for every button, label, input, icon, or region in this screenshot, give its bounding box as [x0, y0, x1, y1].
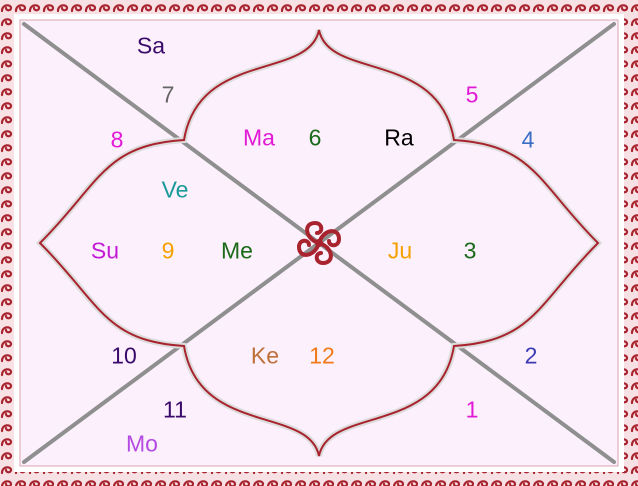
- planet-label-ma: Ma: [243, 127, 275, 150]
- planet-label-su: Su: [91, 240, 119, 263]
- planet-label-ra: Ra: [384, 127, 413, 150]
- house-number-11: 11: [163, 399, 187, 422]
- house-number-5: 5: [466, 84, 479, 107]
- house-number-4: 4: [522, 129, 535, 152]
- house-number-3: 3: [464, 240, 477, 263]
- center-ornament-dot: [315, 239, 323, 247]
- house-number-12: 12: [309, 345, 335, 368]
- house-number-7: 7: [162, 84, 175, 107]
- planet-label-sa: Sa: [137, 35, 165, 58]
- planet-label-mo: Mo: [126, 433, 158, 456]
- house-number-6: 6: [309, 127, 322, 150]
- planet-label-ju: Ju: [388, 240, 412, 263]
- house-number-2: 2: [525, 345, 538, 368]
- planet-label-ve: Ve: [162, 179, 189, 202]
- house-number-1: 1: [466, 399, 479, 422]
- house-number-8: 8: [111, 129, 124, 152]
- planet-label-me: Me: [221, 240, 253, 263]
- planet-label-ke: Ke: [251, 345, 279, 368]
- house-number-10: 10: [111, 345, 137, 368]
- house-number-9: 9: [162, 240, 175, 263]
